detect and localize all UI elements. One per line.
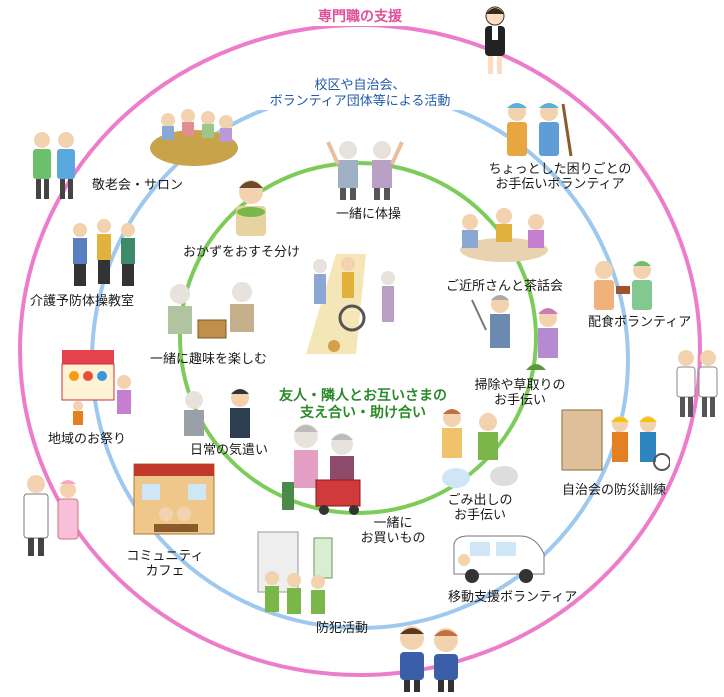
crime-prevention-illustration: [257, 531, 333, 614]
label-keirokai-salon: 敬老会・サロン: [92, 178, 184, 193]
label-community-cafe: コミュニティ カフェ: [126, 549, 204, 579]
label-kaigo-exercise-class: 介護予防体操教室: [30, 294, 135, 309]
exercise-together-illustration: [326, 141, 404, 200]
shopping-together-illustration: [282, 424, 361, 515]
label-share-side-dish: おかずをおすそ分け: [183, 245, 301, 260]
caregivers-icon: [33, 132, 75, 199]
transport-van-illustration: [453, 535, 545, 583]
label-transport-volunteer: 移動支援ボランティア: [448, 590, 578, 605]
label-crime-prevention: 防犯活動: [316, 621, 369, 636]
label-daily-care: 日常の気遣い: [190, 443, 269, 458]
mascot-pair-icon: [400, 626, 458, 692]
label-local-festival: 地域のお祭り: [48, 432, 127, 447]
outer-ring-title: 専門職の支援: [312, 6, 408, 26]
label-hobby-together: 一緒に趣味を楽しむ: [150, 352, 268, 367]
label-disaster-drill: 自治会の防災訓練: [562, 483, 667, 498]
label-cleaning-help: 掃除や草取りの お手伝い: [474, 378, 566, 408]
cleaning-help-illustration: [471, 295, 558, 370]
festival-illustration: [61, 350, 131, 425]
exercise-class-illustration: [73, 219, 135, 286]
label-meal-delivery-volunteer: 配食ボランティア: [588, 315, 692, 330]
hobby-together-illustration: [168, 282, 254, 339]
doctor-nurse-icon: [23, 475, 79, 556]
garbage-help-illustration: [442, 409, 518, 488]
label-tea-party: ご近所さんと茶話会: [446, 279, 564, 294]
community-cafe-illustration: [133, 463, 215, 535]
inner-ring-title: 友人・隣人とお互いさまの 支え合い・助け合い: [279, 388, 447, 421]
disaster-drill-illustration: [561, 409, 670, 471]
daily-care-illustration: [184, 389, 250, 438]
meal-delivery-illustration: [594, 261, 652, 310]
salon-group-illustration: [150, 109, 238, 166]
walking-group-illustration: [306, 254, 395, 354]
label-exercise-together: 一緒に体操: [336, 207, 402, 222]
label-garbage-help: ごみ出しの お手伝い: [447, 493, 513, 523]
label-small-help-volunteer: ちょっとした困りごとの お手伝いボランティア: [488, 162, 632, 192]
professional-woman-icon: [485, 6, 505, 74]
tea-party-illustration: [460, 208, 548, 262]
side-dish-illustration: [236, 180, 266, 236]
label-shopping-together: 一緒に お買いもの: [360, 516, 426, 546]
middle-ring-title: 校区や自治会、 ボランティア団体等による活動: [250, 78, 470, 110]
staff-icon: [676, 350, 718, 417]
help-volunteers-illustration: [507, 103, 573, 157]
